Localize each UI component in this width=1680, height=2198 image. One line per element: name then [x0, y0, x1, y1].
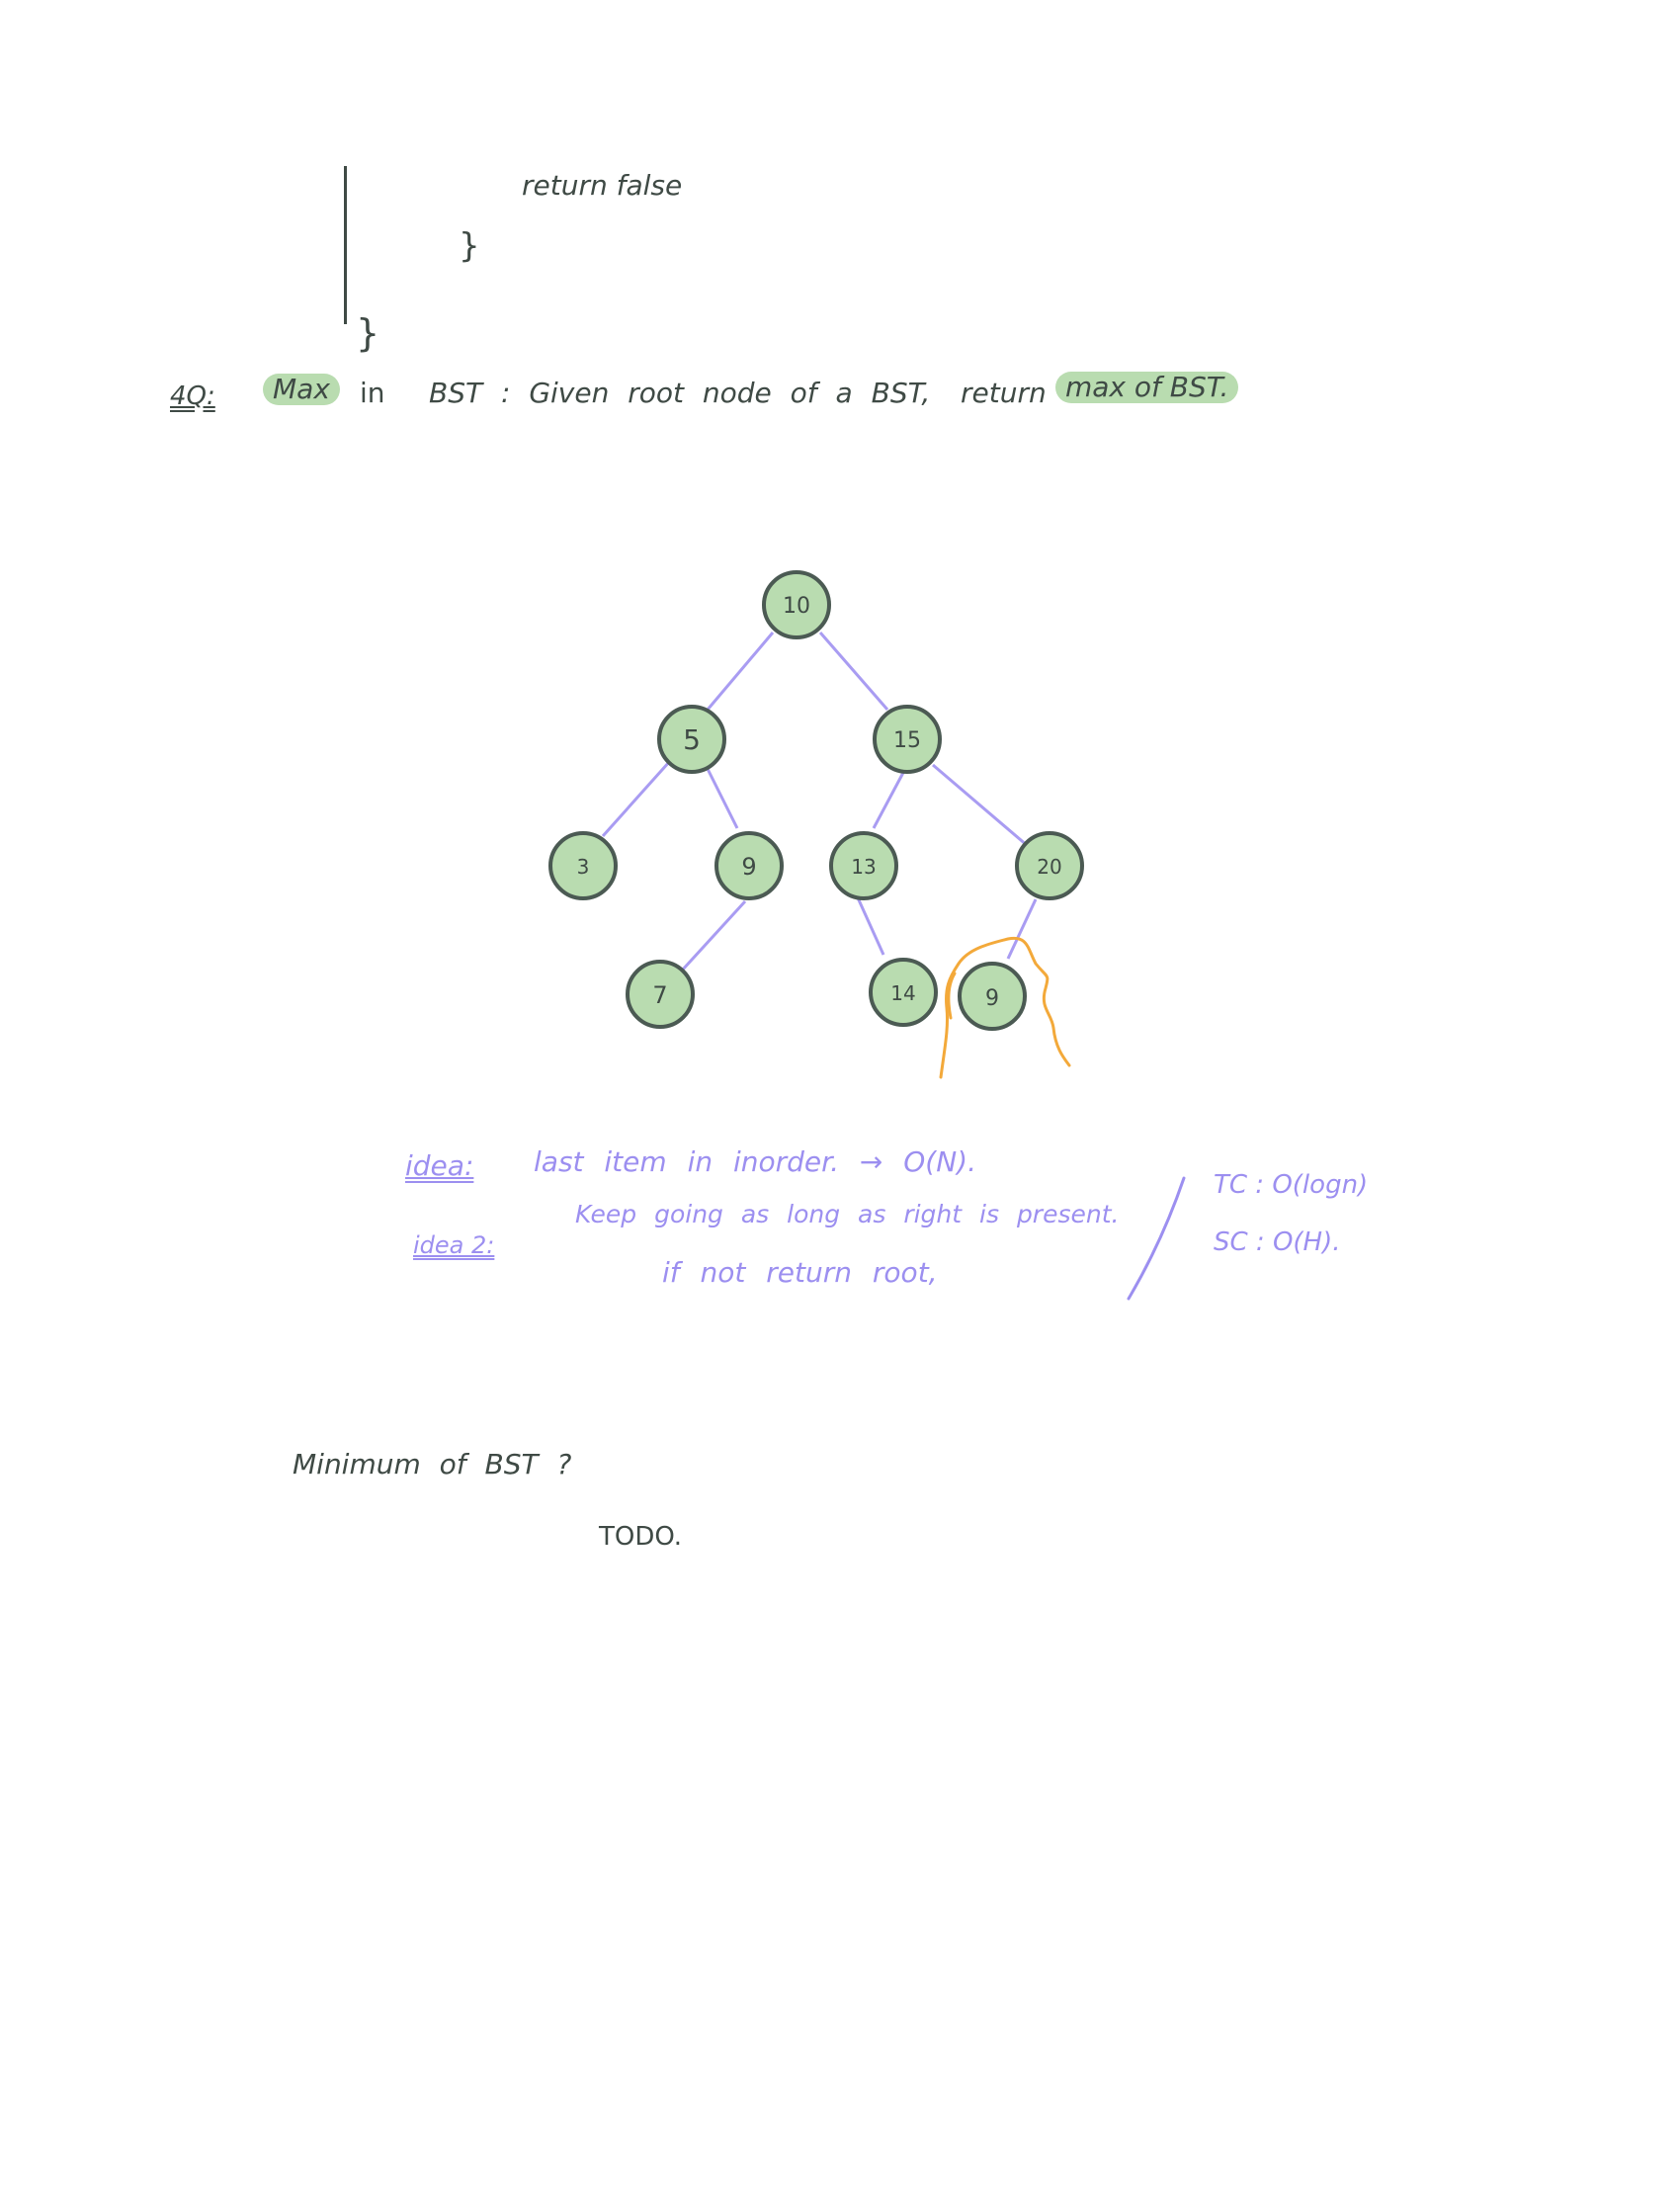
node-label-10: 10 [783, 594, 810, 619]
space-complexity: SC : O(H). [1214, 1227, 1341, 1257]
todo-text: TODO. [599, 1522, 683, 1552]
node-label-20: 20 [1037, 855, 1061, 879]
tree-node-9: 9 [714, 831, 784, 900]
minimum-question: Minimum of BST ? [293, 1448, 572, 1480]
node-label-5: 5 [683, 723, 701, 756]
edge-13-14 [854, 892, 885, 956]
node-label-7: 7 [652, 981, 667, 1009]
tree-node-9-right: 9 [958, 962, 1027, 1031]
question-text: BST : Given root node of a BST, [429, 377, 931, 409]
idea2-line1: Keep going as long as right is present. [575, 1200, 1120, 1228]
return-false-text: return false [522, 169, 683, 202]
code-vertical-bar [344, 166, 347, 324]
idea1-label: idea: [405, 1149, 474, 1182]
question-return-word: return [961, 377, 1047, 409]
tree-edges [601, 632, 1038, 972]
tree-node-10: 10 [762, 570, 831, 639]
question-number: 4Q: [170, 381, 215, 411]
edge-10-15 [818, 632, 889, 711]
question-title-max: Max [263, 374, 340, 405]
edge-15-20 [932, 763, 1029, 848]
tree-node-15: 15 [873, 705, 942, 774]
orange-circle-annotation [939, 936, 1071, 1079]
idea1-text: last item in inorder. → O(N). [534, 1145, 976, 1178]
question-return-highlight: max of BST. [1055, 372, 1239, 403]
node-label-9-right: 9 [985, 986, 999, 1011]
orange-left-bracket [947, 972, 957, 1020]
edge-5-3 [601, 759, 672, 838]
question-in-word: in [360, 377, 385, 409]
inner-closing-brace: } [459, 226, 480, 266]
edge-15-13 [872, 768, 907, 829]
node-label-9: 9 [741, 853, 756, 881]
edge-9-7 [680, 899, 747, 972]
node-label-15: 15 [893, 728, 921, 753]
idea2-line2: if not return root, [662, 1256, 938, 1289]
tree-node-14: 14 [869, 958, 938, 1027]
tree-node-20: 20 [1015, 831, 1084, 900]
time-complexity: TC : O(logn) [1214, 1170, 1369, 1200]
tree-node-13: 13 [829, 831, 898, 900]
idea2-label: idea 2: [413, 1231, 495, 1259]
node-label-13: 13 [851, 855, 876, 879]
tree-node-5: 5 [657, 705, 726, 774]
tree-node-7: 7 [626, 960, 695, 1029]
purple-divider-stroke [1127, 1176, 1186, 1301]
edge-20-9 [1006, 898, 1038, 960]
node-label-14: 14 [890, 981, 915, 1005]
node-label-3: 3 [577, 855, 590, 879]
tree-node-3: 3 [548, 831, 618, 900]
outer-closing-brace: } [356, 311, 380, 355]
edge-5-9 [706, 768, 739, 829]
edge-10-5 [706, 632, 775, 711]
